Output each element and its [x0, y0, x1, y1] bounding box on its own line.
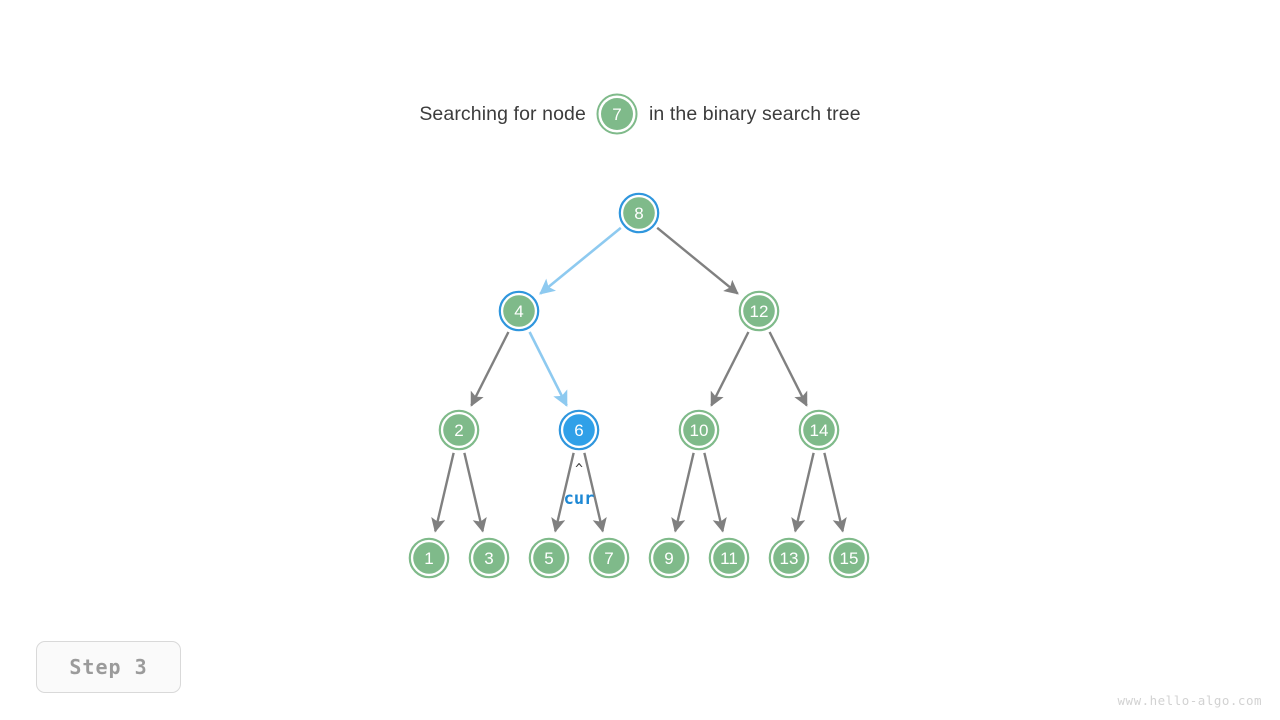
- node-body: [803, 414, 835, 446]
- node-outer-ring: [738, 290, 780, 332]
- node-body: [593, 542, 625, 574]
- node-value: 10: [690, 421, 709, 440]
- tree-node-10[interactable]: 10: [678, 409, 720, 451]
- title-prefix: Searching for node: [419, 102, 592, 125]
- tree-edge: [791, 452, 815, 533]
- tree-edge: [463, 452, 487, 533]
- node-body: [503, 295, 535, 327]
- node-outer-ring: [648, 537, 690, 579]
- node-value: 12: [750, 302, 769, 321]
- cur-pointer: ^ cur: [564, 462, 595, 509]
- node-body: [533, 542, 565, 574]
- node-body: [563, 414, 595, 446]
- pointer-label: cur: [564, 489, 595, 509]
- node-value: 6: [574, 421, 583, 440]
- node-outer-ring: [408, 537, 450, 579]
- node-outer-ring: [798, 409, 840, 451]
- node-value: 7: [604, 549, 613, 568]
- node-body: [833, 542, 865, 574]
- node-body: [683, 414, 715, 446]
- tree-edge: [539, 226, 622, 295]
- node-outer-ring: [528, 537, 570, 579]
- node-body: [773, 542, 805, 574]
- node-body: [623, 197, 655, 229]
- tree-edge: [583, 452, 607, 533]
- tree-edge: [671, 452, 695, 533]
- tree-node-9[interactable]: 9: [648, 537, 690, 579]
- step-badge-label: Step 3: [69, 655, 148, 679]
- node-body: [743, 295, 775, 327]
- title-chip-value: 7: [613, 105, 622, 124]
- tree-node-15[interactable]: 15: [828, 537, 870, 579]
- tree-node-2[interactable]: 2: [438, 409, 480, 451]
- tree-node-11[interactable]: 11: [708, 537, 750, 579]
- node-value: 5: [544, 549, 553, 568]
- node-body: [443, 414, 475, 446]
- node-value: 1: [424, 549, 433, 568]
- tree-node-12[interactable]: 12: [738, 290, 780, 332]
- node-value: 14: [810, 421, 829, 440]
- page-title: Searching for node 7 in the binary searc…: [0, 92, 1280, 136]
- pointer-caret: ^: [575, 462, 583, 477]
- node-value: 2: [454, 421, 463, 440]
- tree-node-4[interactable]: 4: [498, 290, 540, 332]
- node-value: 11: [720, 549, 738, 568]
- tree-node-8[interactable]: 8: [618, 192, 660, 234]
- node-outer-ring: [498, 290, 540, 332]
- node-value: 9: [664, 549, 673, 568]
- tree-edge: [710, 331, 750, 407]
- title-target-node-chip: 7: [595, 92, 639, 136]
- tree-edge: [703, 452, 727, 533]
- tree-edge: [470, 331, 510, 407]
- watermark: www.hello-algo.com: [1117, 693, 1262, 708]
- node-value: 3: [484, 549, 493, 568]
- tree-edge: [528, 331, 568, 407]
- node-body: [473, 542, 505, 574]
- tree-edge: [551, 452, 575, 533]
- tree-node-1[interactable]: 1: [408, 537, 450, 579]
- node-value: 13: [780, 549, 799, 568]
- node-outer-ring: [438, 409, 480, 451]
- title-suffix: in the binary search tree: [643, 102, 861, 125]
- tree-node-5[interactable]: 5: [528, 537, 570, 579]
- tree-edges: [431, 226, 847, 533]
- node-outer-ring: [588, 537, 630, 579]
- node-outer-ring: [678, 409, 720, 451]
- node-outer-ring: [468, 537, 510, 579]
- node-outer-ring: [828, 537, 870, 579]
- step-badge: Step 3: [36, 641, 181, 693]
- tree-node-7[interactable]: 7: [588, 537, 630, 579]
- node-value: 8: [634, 204, 643, 223]
- tree-edge: [656, 226, 739, 295]
- tree-edge: [431, 452, 455, 533]
- tree-node-3[interactable]: 3: [468, 537, 510, 579]
- node-outer-ring: [768, 537, 810, 579]
- tree-edge: [768, 331, 808, 407]
- node-body: [413, 542, 445, 574]
- node-outer-ring: [708, 537, 750, 579]
- tree-node-6[interactable]: 6: [558, 409, 600, 451]
- node-outer-ring: [618, 192, 660, 234]
- tree-node-13[interactable]: 13: [768, 537, 810, 579]
- node-body: [713, 542, 745, 574]
- node-outer-ring: [558, 409, 600, 451]
- node-value: 15: [840, 549, 859, 568]
- tree-node-14[interactable]: 14: [798, 409, 840, 451]
- node-body: [653, 542, 685, 574]
- node-value: 4: [514, 302, 523, 321]
- tree-edge: [823, 452, 847, 533]
